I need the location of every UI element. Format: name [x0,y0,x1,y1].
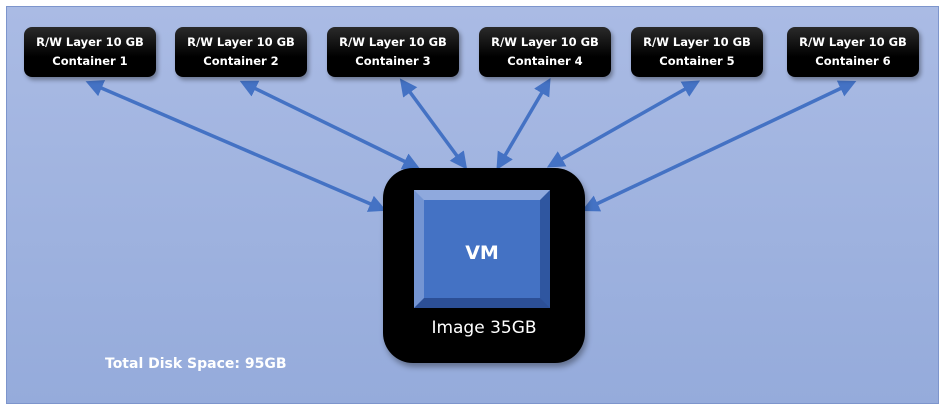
double-arrow-4 [496,77,551,171]
double-arrow-3 [399,78,468,170]
container-name: Container 1 [52,54,128,68]
container-layer-label: R/W Layer 10 GB [799,35,907,49]
double-arrow-2 [239,80,421,170]
container-name: Container 2 [203,54,279,68]
container-box-6: R/W Layer 10 GB Container 6 [787,27,919,77]
double-arrow-1 [85,80,387,212]
container-box-5: R/W Layer 10 GB Container 5 [631,27,763,77]
container-layer-label: R/W Layer 10 GB [643,35,751,49]
container-box-3: R/W Layer 10 GB Container 3 [327,27,459,77]
container-name: Container 5 [659,54,735,68]
container-name: Container 3 [355,54,431,68]
container-box-4: R/W Layer 10 GB Container 4 [479,27,611,77]
double-arrow-5 [546,80,701,168]
vm-image-box: VM Image 35GB [383,168,585,363]
container-box-1: R/W Layer 10 GB Container 1 [24,27,156,77]
container-layer-label: R/W Layer 10 GB [187,35,295,49]
container-layer-label: R/W Layer 10 GB [36,35,144,49]
image-size-label: Image 35GB [431,318,537,338]
container-box-2: R/W Layer 10 GB Container 2 [175,27,307,77]
container-layer-label: R/W Layer 10 GB [491,35,599,49]
vm-label: VM [465,242,499,264]
container-layer-label: R/W Layer 10 GB [339,35,447,49]
container-name: Container 4 [507,54,583,68]
total-disk-space: Total Disk Space: 95GB [105,356,287,372]
vm-block: VM [414,190,550,308]
double-arrow-6 [581,80,857,212]
container-name: Container 6 [815,54,891,68]
